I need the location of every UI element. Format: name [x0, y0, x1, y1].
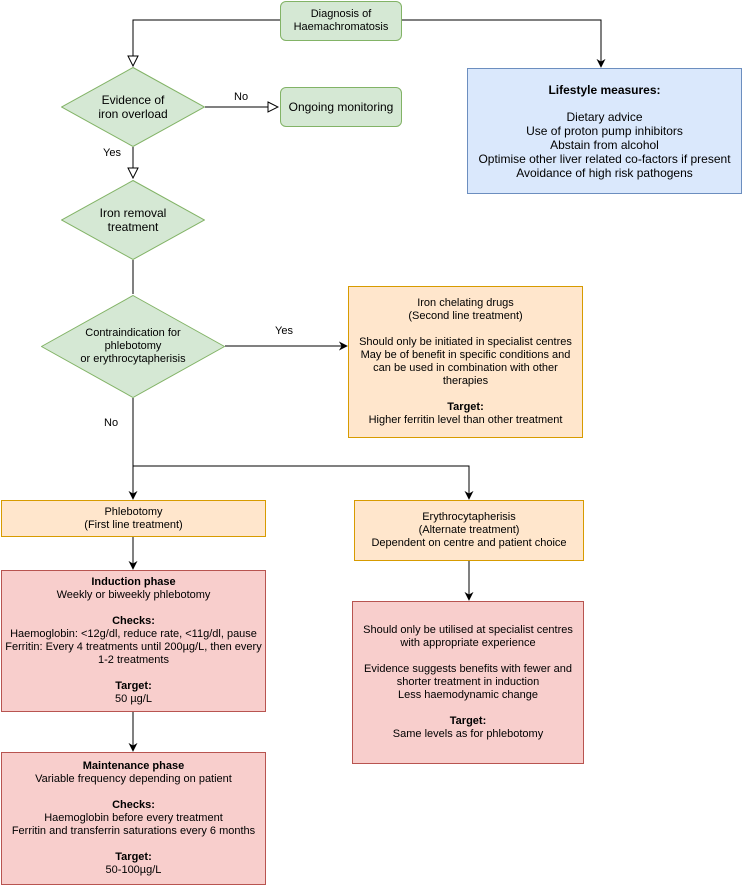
ongoing-monitoring-node: Ongoing monitoring: [280, 87, 402, 127]
erythro-line-3: Dependent on centre and patient choice: [371, 537, 567, 549]
iron-removal-line-1: Iron removal: [99, 206, 167, 220]
erythro-detail-line: with appropriate experience: [400, 637, 536, 649]
edge-diagnosis-to-lifestyle: [402, 19, 606, 68]
contraindication-line-2: phlebotomy: [104, 340, 162, 352]
erythro-detail-node: Should only be utilised at specialist ce…: [352, 601, 584, 764]
chelating-target-title: Target:: [447, 401, 484, 413]
induction-subtitle: Weekly or biweekly phlebotomy: [56, 589, 211, 601]
chelating-drugs-node: Iron chelating drugs (Second line treatm…: [348, 286, 583, 438]
diagnosis-line-2: Haemachromatosis: [293, 21, 389, 33]
evidence-line-1: Evidence of: [101, 93, 165, 107]
maintenance-check: Ferritin and transferrin saturations eve…: [11, 825, 256, 837]
induction-target-title: Target:: [115, 680, 152, 692]
chelating-line: can be used in combination with other: [373, 362, 558, 374]
maintenance-target: 50-100µg/L: [105, 864, 162, 876]
phlebotomy-line-1: Phlebotomy: [104, 505, 163, 518]
evidence-diamond-shape: [61, 67, 205, 147]
phlebotomy-line-2: (First line treatment): [84, 518, 183, 531]
chelating-line: Should only be initiated in specialist c…: [359, 336, 572, 348]
maintenance-phase-node: Maintenance phase Variable frequency dep…: [1, 752, 266, 885]
lifestyle-item: Optimise other liver related co-factors …: [478, 151, 731, 166]
induction-check: 1-2 treatments: [98, 654, 169, 666]
chelating-target: Higher ferritin level than other treatme…: [368, 414, 563, 426]
edge-label-no: No: [104, 417, 119, 429]
erythro-detail-target: Same levels as for phlebotomy: [392, 728, 544, 740]
evidence-line-2: iron overload: [98, 107, 168, 121]
lifestyle-item: Dietary advice: [566, 109, 643, 124]
diagnosis-line-1: Diagnosis of: [310, 8, 372, 20]
lifestyle-node: Lifestyle measures: Dietary advice Use o…: [467, 68, 742, 194]
edge-label-yes: Yes: [275, 325, 293, 337]
induction-phase-node: Induction phase Weekly or biweekly phleb…: [1, 570, 266, 712]
iron-removal-diamond-shape: [61, 180, 205, 260]
maintenance-target-title: Target:: [115, 851, 152, 863]
phlebotomy-node: Phlebotomy (First line treatment): [1, 500, 266, 537]
lifestyle-item: Use of proton pump inhibitors: [526, 123, 683, 138]
maintenance-subtitle: Variable frequency depending on patient: [35, 773, 232, 785]
induction-check: Ferritin: Every 4 treatments until 200µg…: [5, 641, 262, 653]
maintenance-checks-title: Checks:: [112, 799, 155, 811]
contraindication-diamond-shape: [41, 295, 225, 398]
evidence-decision: Evidence of iron overload: [61, 67, 205, 147]
erythro-detail-line: Evidence suggests benefits with fewer an…: [364, 663, 572, 675]
lifestyle-title: Lifestyle measures:: [548, 82, 661, 97]
erythro-line-1: Erythrocytapherisis: [422, 511, 516, 523]
erythrocytapherisis-node: Erythrocytapherisis (Alternate treatment…: [354, 500, 584, 561]
maintenance-title: Maintenance phase: [82, 760, 185, 772]
induction-check: Haemoglobin: <12g/dl, reduce rate, <11g/…: [10, 628, 257, 640]
edge-branch-to-erythro: [133, 465, 474, 500]
chelating-line: (Second line treatment): [408, 310, 523, 322]
contraindication-line-1: Contraindication for: [85, 327, 181, 339]
edge-diagnosis-to-evidence: [133, 19, 280, 66]
contraindication-decision: Contraindication for phlebotomy or eryth…: [41, 295, 225, 398]
erythro-detail-line: Should only be utilised at specialist ce…: [363, 624, 573, 636]
chelating-line: May be of benefit in specific conditions…: [360, 349, 571, 361]
diagnosis-node: Diagnosis of Haemachromatosis: [280, 1, 402, 41]
iron-removal-line-2: treatment: [107, 220, 159, 234]
chelating-line: therapies: [442, 375, 489, 387]
iron-removal-node: Iron removal treatment: [61, 180, 205, 260]
edge-label-yes: Yes: [103, 147, 121, 159]
edge-label-no: No: [234, 91, 249, 103]
maintenance-check: Haemoglobin before every treatment: [44, 812, 223, 824]
lifestyle-item: Avoidance of high risk pathogens: [516, 165, 693, 180]
induction-target: 50 µg/L: [115, 693, 152, 705]
contraindication-line-3: or erythrocytapherisis: [80, 353, 186, 365]
erythro-detail-target-title: Target:: [449, 715, 487, 727]
erythro-detail-line: Less haemodynamic change: [397, 689, 539, 701]
erythro-detail-line: shorter treatment in induction: [396, 676, 540, 688]
induction-title: Induction phase: [91, 576, 176, 588]
induction-checks-title: Checks:: [112, 615, 155, 627]
erythro-line-2: (Alternate treatment): [418, 524, 520, 536]
lifestyle-item: Abstain from alcohol: [550, 137, 659, 152]
ongoing-monitoring-label: Ongoing monitoring: [288, 100, 394, 114]
chelating-line: Iron chelating drugs: [417, 297, 514, 309]
